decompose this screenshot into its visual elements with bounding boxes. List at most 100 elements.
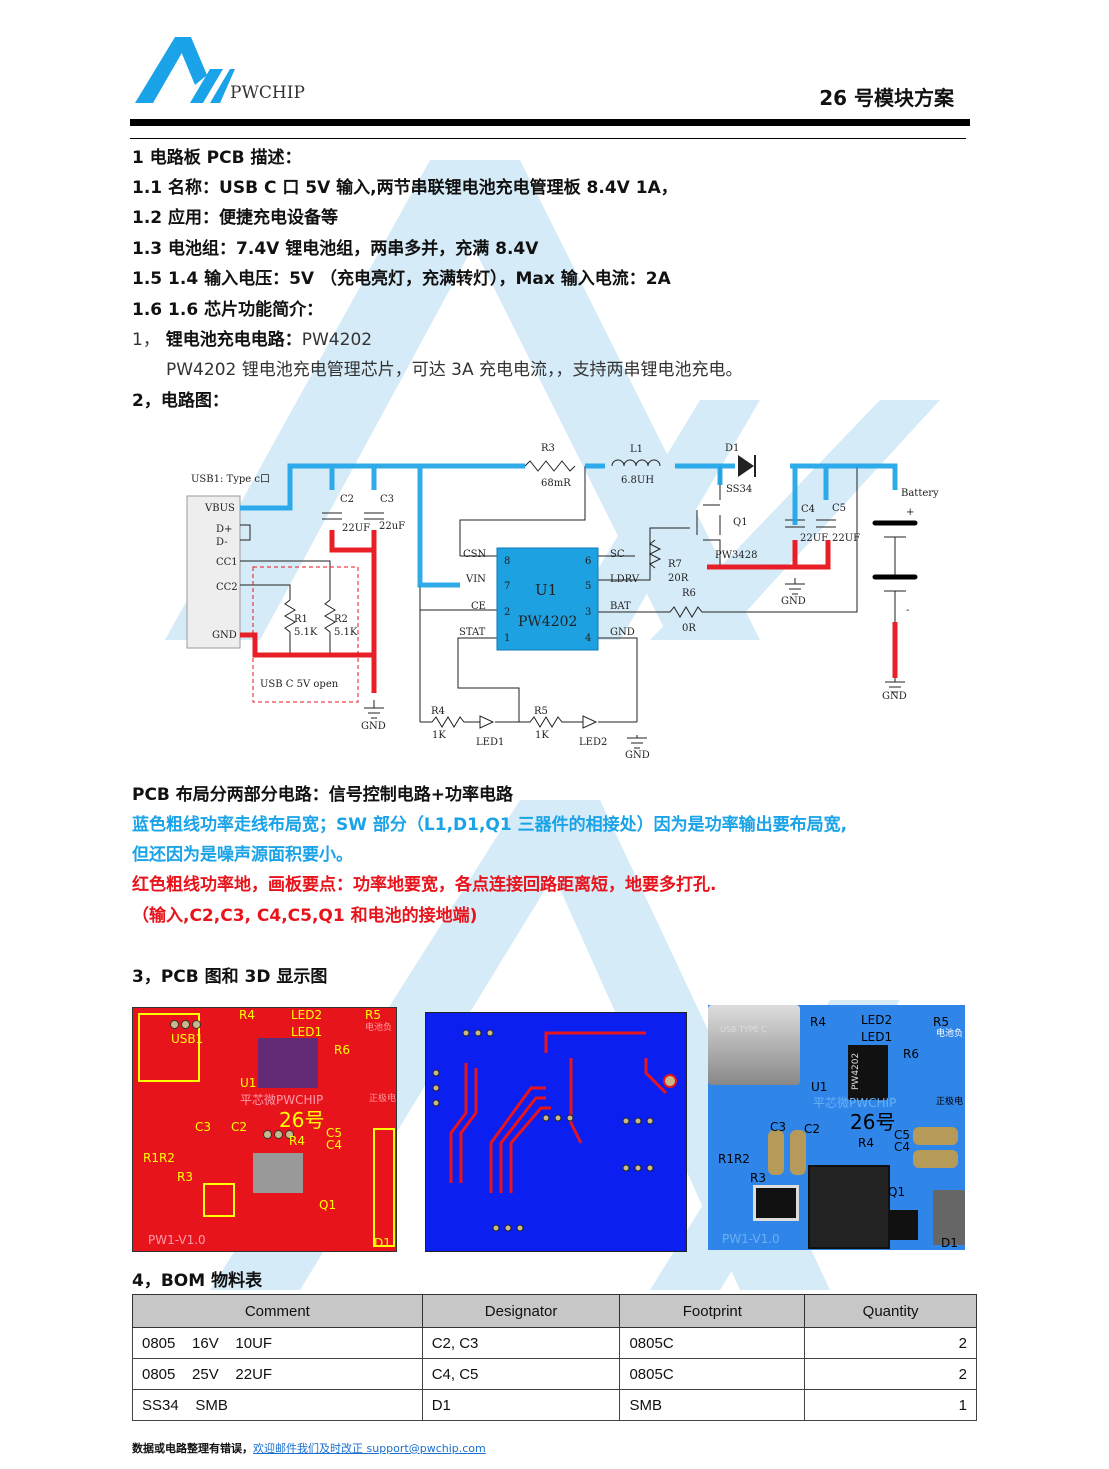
footer: 数据或电路整理有错误，欢迎邮件我们及时改正 support@pwchip.com — [132, 1440, 486, 1456]
schematic-label: 22UF — [832, 533, 860, 544]
pcb-label: LED1 — [861, 1030, 893, 1044]
pcb-label: C2 — [231, 1120, 248, 1134]
pcb-label: Q1 — [319, 1198, 337, 1212]
schematic-label: 1K — [535, 730, 549, 741]
pcb-label: R1R2 — [718, 1152, 750, 1166]
logo-mark-icon — [135, 37, 235, 103]
blue-trace-note: 蓝色粗线功率走线布局宽；SW 部分（L1,D1,Q1 三器件的相接处）因为是功率… — [132, 815, 848, 835]
schematic-label: 5.1K — [294, 627, 318, 638]
schematic-label: GND — [625, 750, 650, 761]
schematic-label: VBUS — [204, 503, 235, 514]
pcb-3d-view-image: USB TYPE C PW4202 R4 LED2 LED1 R5 电池负 R6… — [708, 1005, 965, 1250]
schematic-label: 8 — [504, 556, 510, 567]
pcb-label: USB TYPE C — [720, 1025, 767, 1034]
cell-comment: SS34 SMB — [132, 1389, 423, 1421]
schematic-label: R7 — [668, 559, 682, 570]
header-divider-thin — [130, 138, 966, 139]
pcb-label: 26号 — [279, 1108, 325, 1132]
pcb-label: D1 — [941, 1236, 958, 1250]
footer-text: 数据或电路整理有错误， — [132, 1442, 253, 1455]
pcb-label: Q1 — [888, 1185, 906, 1199]
schematic-label: 6 — [585, 556, 591, 567]
schematic-label: 1 — [504, 633, 510, 644]
circuit-schematic: USB1: Type c口 VBUS D+ D- CC1 CC2 GND C2 … — [186, 443, 939, 761]
schematic-label: R4 — [431, 706, 445, 717]
schematic-label: R2 — [334, 614, 348, 625]
column-header-designator: Designator — [421, 1294, 621, 1328]
schematic-label: VIN — [465, 574, 486, 585]
pcb-label: LED2 — [861, 1013, 893, 1027]
schematic-label: R3 — [541, 443, 555, 454]
header-divider — [130, 119, 970, 126]
pcb-label: C2 — [804, 1122, 821, 1136]
column-header-footprint: Footprint — [619, 1294, 806, 1328]
schematic-label: SC — [610, 549, 625, 560]
red-ground-note: 红色粗线功率地，画板要点：功率地要宽，各点连接回路距离短，地要多打孔. — [132, 875, 717, 895]
usb-connector — [186, 495, 241, 649]
pcb-label: LED1 — [291, 1025, 323, 1039]
cell-comment: 0805 25V 22UF — [132, 1358, 423, 1390]
schematic-label: Q1 — [733, 517, 748, 528]
pcb-label: 正极电 — [936, 1097, 964, 1107]
schematic-label: D1 — [725, 443, 739, 454]
schematic-label: LED2 — [579, 737, 607, 748]
pcb-top-layer-image: USB1 R4 LED2 LED1 R5 电池负 R6 U1 平芯微PWCHIP… — [132, 1007, 397, 1252]
schematic-label: L1 — [630, 444, 643, 455]
pcb-label: USB1 — [171, 1032, 204, 1046]
schematic-label: + — [906, 507, 914, 518]
schematic-label: LDRV — [610, 574, 640, 585]
pcb-label: C3 — [770, 1120, 787, 1134]
pcb-label: PW1-V1.0 — [148, 1233, 206, 1247]
schematic-label: 4 — [585, 633, 591, 644]
schematic-label: 5.1K — [334, 627, 358, 638]
schematic-label: 22UF — [800, 533, 828, 544]
schematic-label: STAT — [459, 627, 486, 638]
schematic-label: CC1 — [216, 557, 238, 568]
schematic-label: C5 — [832, 503, 846, 514]
schematic-label: R6 — [682, 588, 696, 599]
support-email-link[interactable]: 欢迎邮件我们及时改正 support@pwchip.com — [253, 1442, 486, 1455]
schematic-label: PW4202 — [518, 614, 577, 630]
cell-comment: 0805 16V 10UF — [132, 1327, 423, 1359]
table-row: 0805 25V 22UF C4, C5 0805C 2 — [132, 1358, 977, 1390]
schematic-label: BAT — [610, 601, 631, 612]
section3-heading: 3，PCB 图和 3D 显示图 — [132, 967, 328, 987]
schematic-label: PW3428 — [715, 550, 757, 561]
layout-notes-heading: PCB 布局分两部分电路：信号控制电路+功率电路 — [132, 785, 514, 805]
cell-designator: C4, C5 — [421, 1358, 621, 1390]
schematic-label: 5 — [585, 581, 591, 592]
pcb-label: LED2 — [291, 1008, 323, 1022]
pcb-label: C3 — [195, 1120, 212, 1134]
cell-quantity: 2 — [804, 1327, 977, 1359]
u1-chip — [496, 547, 599, 651]
schematic-label: GND — [882, 691, 907, 702]
schematic-label: GND — [610, 627, 635, 638]
pcb-label: R3 — [750, 1171, 766, 1185]
pcb-label: PW4202 — [851, 1052, 861, 1090]
pcb-label: 电池负 — [936, 1029, 964, 1039]
pcb-label: R4 — [239, 1008, 255, 1022]
pcb-bottom-layer-image — [425, 1012, 687, 1252]
column-header-comment: Comment — [132, 1294, 423, 1328]
schematic-label: 1K — [432, 730, 446, 741]
cell-footprint: SMB — [619, 1389, 806, 1421]
column-header-quantity: Quantity — [804, 1294, 977, 1328]
pcb-label: R4 — [858, 1136, 874, 1150]
schematic-label: USB1: Type c口 — [191, 474, 270, 485]
red-ground-note-2: （输入,C2,C3, C4,C5,Q1 和电池的接地端) — [132, 906, 478, 926]
schematic-label: C3 — [380, 494, 394, 505]
schematic-label: 3 — [585, 607, 591, 618]
schematic-label: D- — [216, 537, 228, 548]
schematic-label: GND — [781, 596, 806, 607]
schematic-label: C4 — [801, 504, 815, 515]
pcb-label: PW1-V1.0 — [722, 1232, 780, 1246]
table-row: SS34 SMB D1 SMB 1 — [132, 1389, 977, 1421]
schematic-label: R1 — [294, 614, 308, 625]
pcb-label: R3 — [177, 1170, 193, 1184]
cell-designator: D1 — [421, 1389, 621, 1421]
cell-footprint: 0805C — [619, 1358, 806, 1390]
pcb-label: R4 — [810, 1015, 826, 1029]
schematic-label: R5 — [534, 706, 548, 717]
schematic-label: CE — [471, 601, 486, 612]
document-title: 26 号模块方案 — [819, 86, 954, 110]
